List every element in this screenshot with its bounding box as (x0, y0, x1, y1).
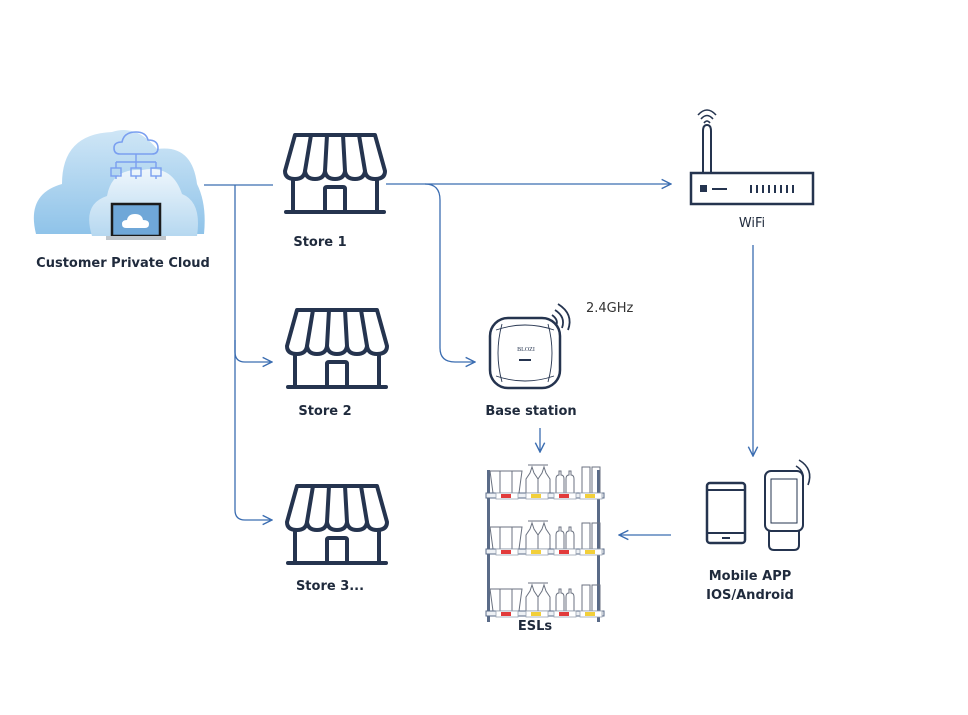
edge-cloud-store2 (234, 185, 272, 362)
esls-label: ESLs (517, 619, 553, 634)
cloud-network-icon (32, 124, 205, 240)
mobile-label-line2: IOS/Android (706, 588, 794, 603)
base-station-brand: BLOZI (517, 347, 535, 353)
edge-store1-basestation (424, 183, 475, 362)
base-station-label: Base station (485, 404, 577, 419)
store2-icon (285, 308, 389, 389)
store3-label: Store 3... (295, 579, 365, 594)
store2-label: Store 2 (298, 404, 352, 419)
access-point-icon (488, 303, 571, 390)
mobile-label-line1: Mobile APP (708, 569, 792, 584)
connectors (204, 184, 753, 535)
store1-label: Store 1 (293, 235, 347, 250)
edge-cloud-store3 (234, 340, 272, 520)
frequency-label: 2.4GHz (586, 301, 634, 316)
shelf-with-labels-icon (485, 464, 605, 622)
store3-icon (285, 484, 389, 565)
cloud-label: Customer Private Cloud (36, 256, 210, 271)
wifi-router-icon (689, 109, 815, 206)
phone-and-handheld-icon (705, 459, 811, 551)
wifi-label: WiFi (738, 216, 766, 231)
store1-icon (283, 133, 387, 214)
